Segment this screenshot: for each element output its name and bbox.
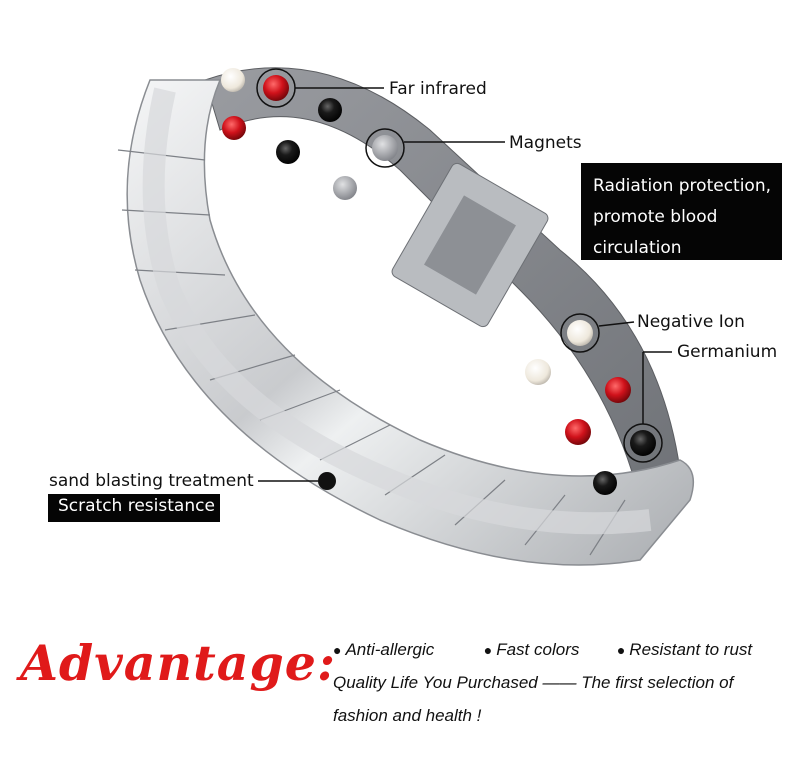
advantage-bullets: ●Anti-allergic ●Fast colors ●Resistant t… — [333, 640, 752, 660]
stone-red — [263, 75, 289, 101]
sand-blasting-label: sand blasting treatment — [49, 471, 254, 491]
center-stripe — [142, 87, 652, 535]
stone-white — [221, 68, 245, 92]
stone-black — [318, 98, 342, 122]
germanium-label: Germanium — [677, 342, 778, 362]
bracelet-outer-band — [126, 79, 695, 566]
advantage-title: Advantage: — [20, 634, 337, 692]
stone-gray — [333, 176, 357, 200]
clasp — [391, 162, 549, 328]
stone-red — [605, 377, 631, 403]
callouts — [256, 68, 672, 482]
stone-black — [630, 430, 656, 456]
advantage-line-3: fashion and health ! — [333, 706, 482, 725]
stone-red — [565, 419, 591, 445]
advantage-item: Resistant to rust — [629, 640, 753, 659]
bullet-icon: ● — [616, 642, 626, 658]
stone-black — [593, 471, 617, 495]
far-infrared-label: Far infrared — [389, 79, 487, 99]
radiation-protection-box: Radiation protection, promote blood circ… — [581, 163, 782, 260]
stone-white — [567, 320, 593, 346]
stone-white — [525, 359, 551, 385]
sand-blast-dot — [318, 472, 336, 490]
bracelet-illustration — [117, 67, 695, 566]
radiation-line-1: Radiation protection, — [593, 176, 772, 196]
bullet-icon: ● — [333, 642, 342, 658]
radiation-line-2: promote blood — [593, 207, 718, 227]
negative-ion-label: Negative Ion — [637, 312, 745, 332]
magnets-label: Magnets — [509, 133, 582, 153]
advantage-item: Anti-allergic — [345, 640, 435, 659]
scratch-resistance-box: Scratch resistance — [48, 494, 220, 522]
scratch-resistance-label: Scratch resistance — [58, 496, 215, 516]
advantage-line-2: Quality Life You Purchased —— The first … — [333, 673, 734, 692]
stone-black — [276, 140, 300, 164]
bullet-icon: ● — [483, 642, 493, 658]
stone-red — [222, 116, 246, 140]
stone-gray — [372, 135, 398, 161]
radiation-line-3: circulation — [593, 238, 682, 258]
advantage-item: Fast colors — [496, 640, 580, 659]
